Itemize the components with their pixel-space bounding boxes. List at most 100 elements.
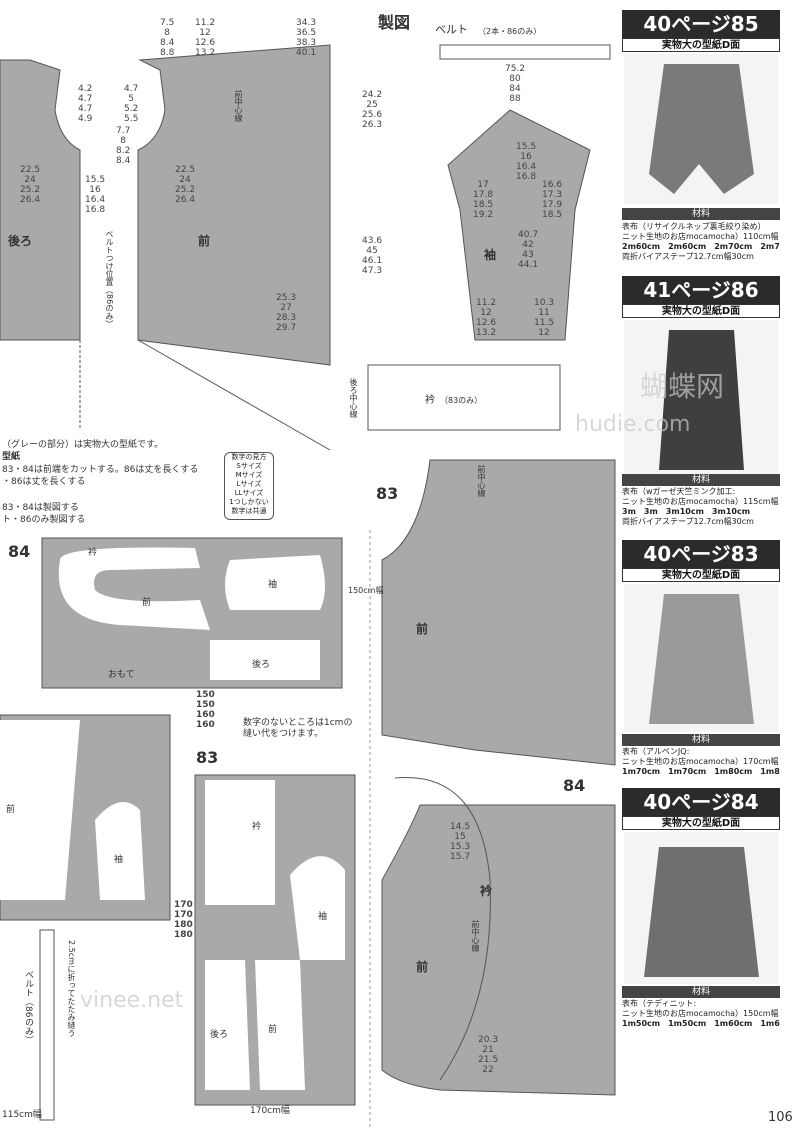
card-84-material-title: 材料: [622, 986, 780, 998]
card-86-material-title: 材料: [622, 474, 780, 486]
size-guide-box: 数字の見方 Sサイズ Mサイズ Lサイズ LLサイズ 1つしかない 数字は共通: [224, 452, 274, 520]
collar-pattern: [367, 364, 561, 431]
layout-84-label: 84: [8, 542, 31, 561]
label-sleeve: 袖: [484, 248, 497, 262]
layout-83-back: 後ろ: [210, 1030, 229, 1040]
belt-pattern: [439, 44, 611, 60]
card-85-page: 40ページ85: [622, 10, 780, 38]
card-85-materials: 表布（リサイクルネップ裏毛絞り染め）ニット生地のお店mocamocha）110c…: [622, 222, 780, 261]
card-85-material-title: 材料: [622, 208, 780, 220]
label-front-center-83: 前中心線: [477, 465, 486, 497]
page-title: 製図: [378, 13, 411, 32]
front-83-number: 83: [376, 484, 399, 503]
layout-83-label: 83: [196, 748, 219, 767]
note-gray-part: （グレーの部分）は実物大の型紙です。: [2, 440, 164, 450]
belt-note: （2本・86のみ）: [478, 27, 542, 36]
layout-front: 前: [142, 598, 152, 608]
page-number: 106: [768, 1110, 793, 1125]
belt-label: ベルト: [435, 23, 468, 36]
label-front-top: 前: [198, 234, 211, 248]
watermark-hudie-url: hudie.com: [575, 412, 691, 437]
card-83-material-title: 材料: [622, 734, 780, 746]
card-84-photo: [624, 832, 778, 984]
layout-left-sleeve: 袖: [114, 855, 124, 865]
label-collar: 衿: [425, 395, 435, 406]
width-115cm: 115cm幅: [2, 1110, 42, 1120]
cardigan-86-illustration: [659, 330, 744, 470]
card-83-paper: 実物大の型紙D面: [622, 568, 780, 582]
watermark-vinee: vinee.net: [80, 988, 184, 1013]
label-collar-84: 衿: [480, 884, 493, 898]
layout-back: 後ろ: [252, 660, 271, 670]
card-85-photo: [624, 54, 778, 204]
label-belt-side: ベルト（86のみ）: [23, 970, 33, 1045]
card-86-photo: [624, 320, 778, 480]
layout-collar: 衿: [88, 548, 98, 558]
card-83-photo: [624, 584, 778, 732]
label-front-center-84: 前中心線: [471, 920, 480, 952]
layout-83-collar: 衿: [252, 822, 262, 832]
card-86-page: 41ページ86: [622, 276, 780, 304]
label-front-center: 前中心線: [234, 90, 243, 122]
label-front-83: 前: [416, 622, 429, 636]
front-83-piece: [381, 459, 616, 766]
seam-allowance-note: 数字のないところは1cmの縫い代をつけます。: [243, 718, 353, 739]
cardigan-83-illustration: [649, 594, 754, 724]
width-170cm: 170cm幅: [250, 1106, 290, 1116]
layout-83-front: 前: [268, 1025, 278, 1035]
card-83-page: 40ページ83: [622, 540, 780, 568]
note-length: ・86は丈を長くする: [2, 477, 86, 487]
label-belt-position: ベルトつけ位置（86のみ）: [105, 230, 114, 329]
card-86-paper: 実物大の型紙D面: [622, 304, 780, 318]
note-pattern: 型紙: [2, 452, 21, 462]
layout-left-front: 前: [6, 805, 16, 815]
card-84-page: 40ページ84: [622, 788, 780, 816]
label-front-84: 前: [416, 960, 429, 974]
label-back-center: 後ろ中心線: [349, 378, 358, 418]
watermark-hudie: 蝴蝶网: [640, 370, 725, 403]
front-bodice-piece: [137, 44, 331, 366]
front-84-number: 84: [563, 776, 586, 795]
sleeve-piece: [447, 109, 591, 341]
note-cut: 83・84は前端をカットする。86は丈を長くする: [2, 465, 199, 475]
label-fold: 2.5cmに折ってたたみ縫う: [67, 940, 76, 1037]
note-draft-86: ト・86のみ製図する: [2, 515, 86, 525]
label-back: 後ろ: [8, 234, 33, 248]
layout-83-sleeve: 袖: [318, 912, 328, 922]
cardigan-85-illustration: [649, 64, 754, 194]
layout-omote: おもて: [108, 670, 135, 680]
width-150cm: 150cm幅: [348, 586, 384, 595]
card-85-paper: 実物大の型紙D面: [622, 38, 780, 52]
label-collar-note: （83のみ）: [440, 396, 483, 405]
cardigan-84-illustration: [644, 847, 759, 977]
back-bodice-piece: [0, 59, 81, 341]
card-84-paper: 実物大の型紙D面: [622, 816, 780, 830]
note-draft: 83・84は製図する: [2, 503, 79, 513]
